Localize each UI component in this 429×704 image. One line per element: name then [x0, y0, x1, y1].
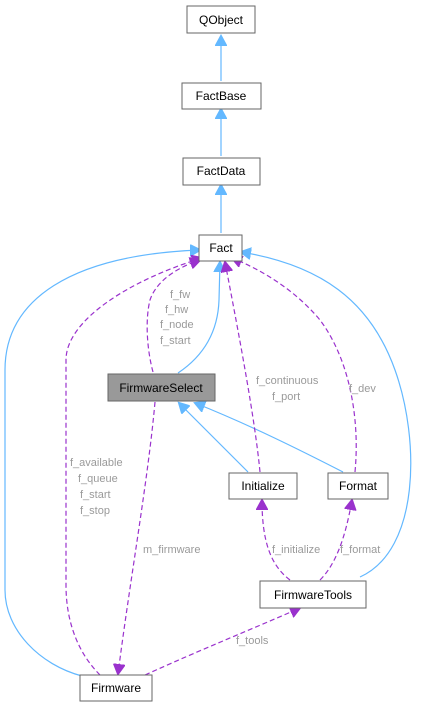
node-label: FirmwareTools — [274, 588, 352, 602]
node-label: Initialize — [241, 479, 285, 493]
edge-label-line: f_start — [80, 489, 111, 501]
edge-label-firmware-fact: f_available f_queue f_start f_stop — [70, 457, 123, 517]
node-factdata[interactable]: FactData — [182, 157, 261, 186]
edge-label-line: f_available — [70, 457, 123, 469]
node-label: FirmwareSelect — [119, 381, 203, 395]
edge-label-select-fact: f_fw f_hw f_node f_start — [160, 289, 194, 347]
edge-label-tools-initialize: f_initialize — [272, 544, 320, 556]
edge-label-line: f_stop — [80, 505, 110, 517]
edge-usage-initialize-fact — [225, 262, 261, 473]
edge-format-firmwareselect — [195, 403, 344, 473]
edge-label-line: f_port — [272, 391, 300, 403]
node-label: QObject — [199, 13, 244, 27]
node-label: Format — [339, 479, 378, 493]
edge-usage-format-fact — [232, 258, 357, 473]
edge-firmwareselect-fact — [177, 262, 220, 374]
node-initialize[interactable]: Initialize — [228, 472, 298, 500]
edge-usage-firmware-firmwaretools — [144, 608, 300, 676]
edge-label-line: f_queue — [78, 473, 118, 485]
node-qobject[interactable]: QObject — [186, 5, 256, 34]
edge-initialize-firmwareselect — [179, 403, 249, 473]
edge-usage-firmwareselect-fact — [146, 260, 200, 373]
edge-label-firmware-tools: f_tools — [236, 635, 269, 647]
edge-label-initialize-fact: f_continuous f_port — [256, 375, 319, 403]
edge-firmwaretools-fact — [241, 252, 412, 578]
node-fact[interactable]: Fact — [198, 234, 243, 262]
edge-label-line: f_start — [160, 335, 191, 347]
edge-firmware-fact — [4, 250, 200, 677]
edge-usage-firmware-fact — [65, 258, 202, 676]
edge-usage-firmwaretools-format — [319, 500, 352, 581]
edge-label-select-firmware: m_firmware — [143, 544, 200, 556]
node-label: Fact — [209, 241, 233, 255]
edge-label-line: f_node — [160, 319, 194, 331]
edge-label-tools-format: f_format — [340, 544, 380, 556]
node-firmwareselect[interactable]: FirmwareSelect — [107, 373, 216, 402]
node-label: FactData — [197, 164, 246, 178]
edge-label-line: f_continuous — [256, 375, 319, 387]
node-firmwaretools[interactable]: FirmwareTools — [259, 580, 367, 609]
node-label: FactBase — [196, 89, 247, 103]
node-factbase[interactable]: FactBase — [181, 82, 262, 110]
edge-usage-firmwareselect-firmware — [118, 401, 156, 674]
node-firmware[interactable]: Firmware — [79, 674, 153, 702]
node-format[interactable]: Format — [327, 472, 389, 500]
edge-label-line: f_fw — [170, 289, 190, 301]
edge-label-format-fact: f_dev — [349, 383, 376, 395]
node-label: Firmware — [91, 681, 141, 695]
edge-usage-firmwaretools-initialize — [262, 500, 291, 581]
edge-label-line: f_hw — [165, 304, 188, 316]
